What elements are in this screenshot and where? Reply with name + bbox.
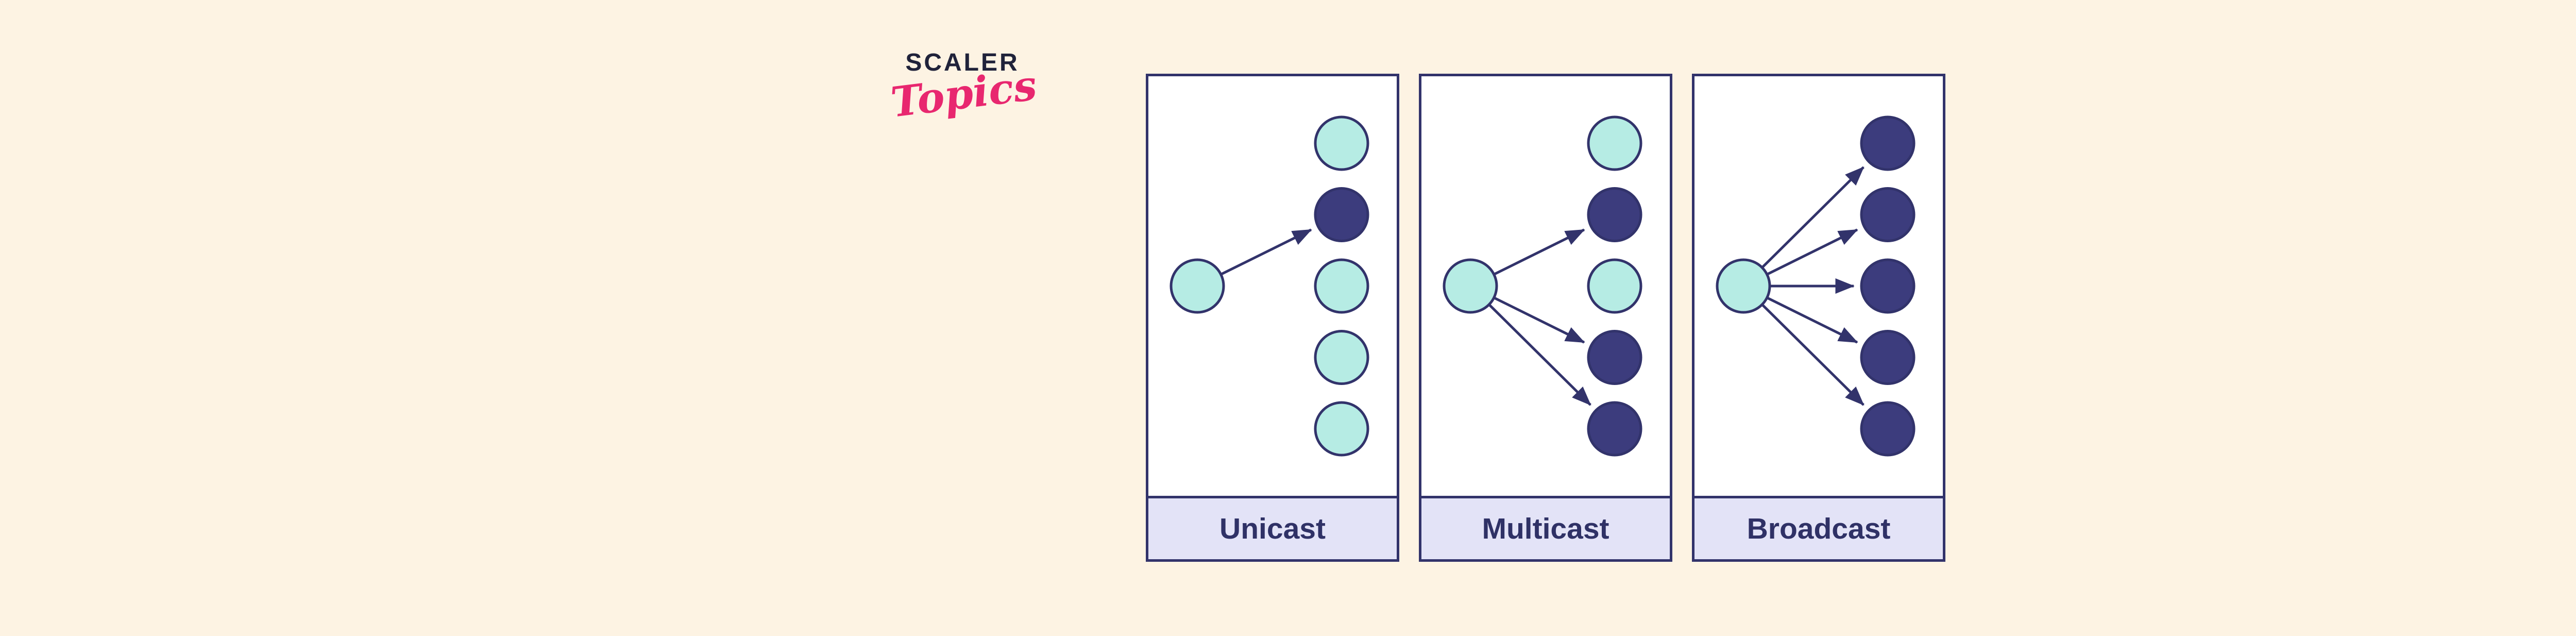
sender-node: [1170, 258, 1225, 314]
receiver-node: [1314, 401, 1369, 457]
sender-node: [1443, 258, 1498, 314]
panel-label: Multicast: [1421, 496, 1670, 559]
cast-diagram-svg: [1170, 115, 1369, 457]
sender-node: [1716, 258, 1771, 314]
receiver-node: [1314, 187, 1369, 242]
transmission-arrow: [1488, 304, 1591, 406]
receiver-node: [1587, 401, 1642, 457]
receiver-node: [1860, 330, 1916, 385]
receiver-node: [1860, 115, 1916, 171]
transmission-arrow: [1767, 228, 1858, 275]
transmission-arrow: [1767, 297, 1858, 344]
transmission-arrow: [1761, 304, 1865, 406]
receiver-node: [1314, 258, 1369, 314]
panel-unicast: Unicast: [1146, 74, 1399, 562]
logo-wordmark-scaler: SCALER: [905, 49, 1020, 76]
transmission-arrow: [1494, 297, 1585, 344]
receiver-node: [1314, 330, 1369, 385]
receiver-node: [1860, 401, 1916, 457]
receiver-node: [1587, 187, 1642, 242]
transmission-arrow: [1494, 228, 1585, 275]
receiver-node: [1587, 115, 1642, 171]
transmission-arrow: [1221, 228, 1312, 275]
panel-label: Unicast: [1148, 496, 1397, 559]
scaler-topics-logo: SCALER Topics: [888, 49, 1039, 127]
cast-diagram-svg: [1716, 115, 1916, 457]
panel-broadcast: Broadcast: [1692, 74, 1945, 562]
unicast-diagram: [1148, 76, 1397, 496]
receiver-node: [1587, 258, 1642, 314]
receiver-node: [1587, 330, 1642, 385]
cast-diagram-svg: [1443, 115, 1642, 457]
receiver-node: [1860, 258, 1916, 314]
broadcast-diagram: [1694, 76, 1943, 496]
panel-multicast: Multicast: [1419, 74, 1672, 562]
multicast-diagram: [1421, 76, 1670, 496]
transmission-arrow: [1761, 166, 1865, 268]
receiver-node: [1860, 187, 1916, 242]
receiver-node: [1314, 115, 1369, 171]
panel-label: Broadcast: [1694, 496, 1943, 559]
